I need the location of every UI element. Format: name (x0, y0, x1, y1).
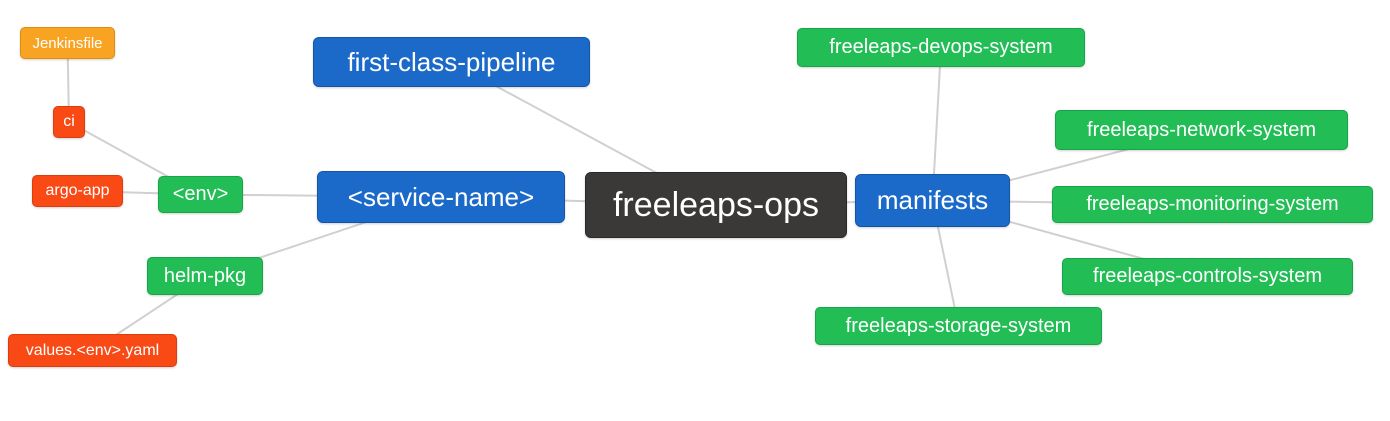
node-freeleaps-devops-system[interactable]: freeleaps-devops-system (797, 28, 1085, 67)
node-freeleaps-ops[interactable]: freeleaps-ops (585, 172, 847, 238)
node-freeleaps-storage-system[interactable]: freeleaps-storage-system (815, 307, 1102, 345)
node-freeleaps-monitoring-system[interactable]: freeleaps-monitoring-system (1052, 186, 1373, 223)
node-argo-app[interactable]: argo-app (32, 175, 123, 207)
node-first-class-pipeline[interactable]: first-class-pipeline (313, 37, 590, 87)
node-manifests[interactable]: manifests (855, 174, 1010, 227)
node-service-name[interactable]: <service-name> (317, 171, 565, 223)
node-freeleaps-network-system[interactable]: freeleaps-network-system (1055, 110, 1348, 150)
node-ci[interactable]: ci (53, 106, 85, 138)
node-jenkinsfile[interactable]: Jenkinsfile (20, 27, 115, 59)
node-freeleaps-controls-system[interactable]: freeleaps-controls-system (1062, 258, 1353, 295)
node-helm-pkg[interactable]: helm-pkg (147, 257, 263, 295)
node-env[interactable]: <env> (158, 176, 243, 213)
node-values-env-yaml[interactable]: values.<env>.yaml (8, 334, 177, 367)
